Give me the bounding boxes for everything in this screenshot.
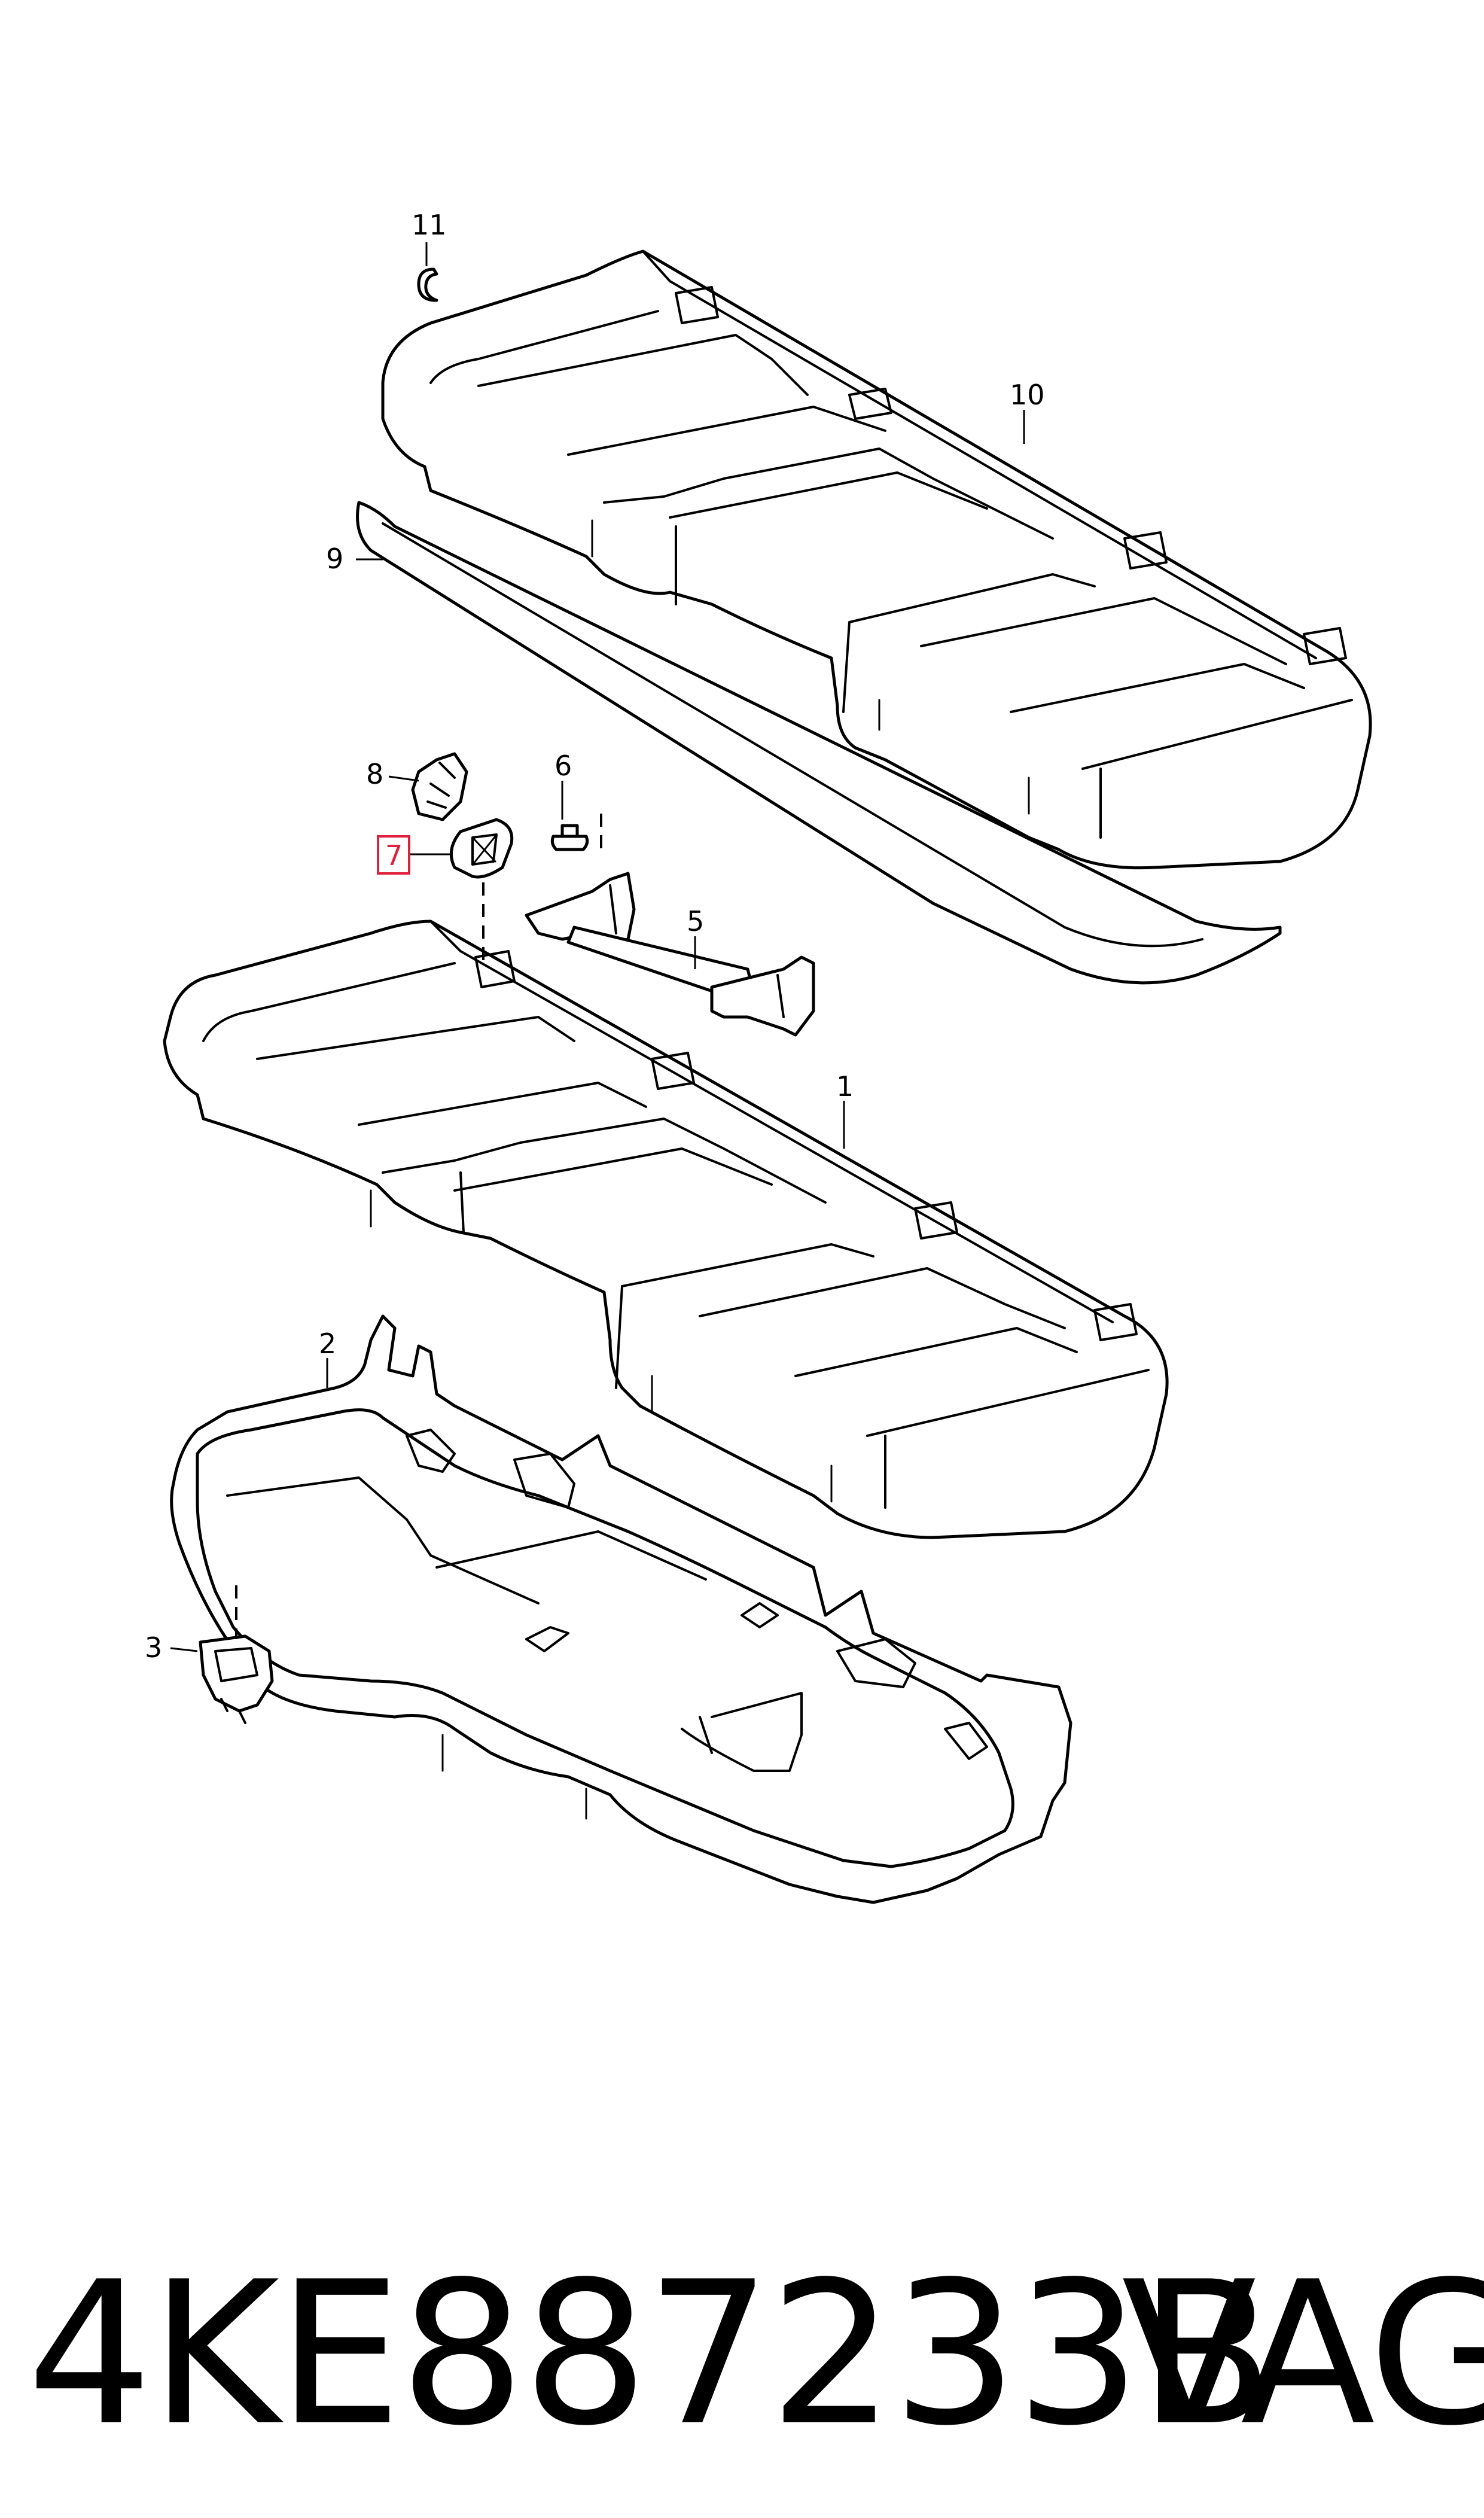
mounting-bracket — [411, 752, 468, 821]
seat-frame-bracket — [525, 872, 815, 1037]
callout-7: 7 — [385, 839, 403, 872]
seat-backrest-upper — [381, 249, 1372, 870]
callout-8: 8 — [366, 758, 383, 790]
callout-5: 5 — [687, 905, 704, 937]
part-number: 4KE887233B — [27, 2239, 1274, 2469]
callout-2: 2 — [319, 1327, 336, 1360]
leader-3 — [170, 1647, 198, 1652]
leader-8 — [388, 775, 419, 782]
callout-3: 3 — [145, 1631, 162, 1664]
brand-name: VAG — [1122, 2239, 1484, 2469]
retaining-clip — [199, 1634, 274, 1724]
screw — [550, 824, 589, 851]
callout-11: 11 — [412, 209, 447, 241]
callout-10: 10 — [1010, 379, 1045, 411]
callout-6: 6 — [554, 750, 572, 782]
callout-1: 1 — [836, 1070, 854, 1103]
callout-7-highlight-box — [377, 835, 410, 875]
trim-strip — [356, 501, 1282, 985]
cover-cap — [449, 818, 514, 879]
clip — [417, 267, 438, 302]
seat-base-tray — [170, 1314, 1072, 1904]
callout-9: 9 — [326, 543, 343, 575]
seat-cushion — [163, 919, 1169, 1539]
